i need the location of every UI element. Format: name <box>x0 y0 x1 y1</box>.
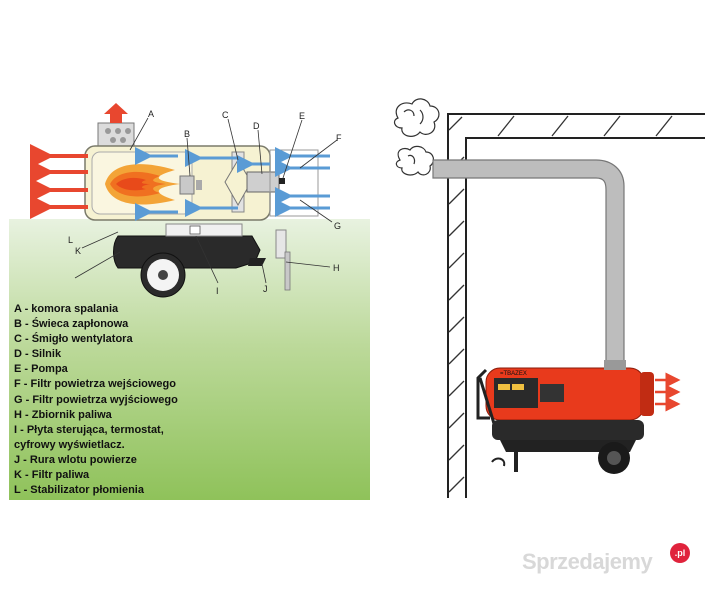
legend-item: J - Rura wlotu powierze <box>14 453 137 466</box>
legend-item: F - Filtr powietrza wejściowego <box>14 378 176 391</box>
smoke-cloud-pipe <box>395 145 435 176</box>
legend-item: B - Świeca zapłonowa <box>14 318 129 331</box>
legend-item: H - Zbiornik paliwa <box>14 408 112 421</box>
legend-item: D - Silnik <box>14 348 62 361</box>
legend-item: G - Filtr powietrza wyjściowego <box>14 393 178 406</box>
label-e: E <box>299 111 305 121</box>
exhaust-up-arrow <box>104 103 128 123</box>
heater-cutaway <box>29 103 338 298</box>
smoke-cloud-top <box>393 98 440 137</box>
legend-item: I - Płyta sterująca, termostat, <box>14 423 164 436</box>
label-d: D <box>253 121 260 131</box>
label-f: F <box>336 133 342 143</box>
legend-item: K - Filtr paliwa <box>14 469 90 482</box>
label-l: L <box>68 235 73 245</box>
label-k: K <box>75 246 81 256</box>
flame <box>105 164 180 205</box>
legend-item: cyfrowy wyświetlacz. <box>14 438 125 451</box>
label-a: A <box>148 109 154 119</box>
legend-item: L - Stabilizator płomienia <box>14 484 144 497</box>
legend-item: A - komora spalania <box>14 303 119 315</box>
label-i: I <box>216 286 219 296</box>
label-g: G <box>334 221 341 231</box>
installation-drawing: =TBAZEX <box>393 98 705 498</box>
label-j: J <box>263 284 268 294</box>
label-c: C <box>222 110 229 120</box>
watermark-text: Sprzedajemy <box>522 549 653 574</box>
watermark-badge: .pl <box>670 543 690 563</box>
label-b: B <box>184 129 190 139</box>
legend-item: C - Śmigło wentylatora <box>14 333 133 346</box>
label-h: H <box>333 263 340 273</box>
heater-brand: =TBAZEX <box>500 371 527 377</box>
heater-photo: =TBAZEX <box>476 360 654 474</box>
legend-item: E - Pompa <box>14 363 68 376</box>
